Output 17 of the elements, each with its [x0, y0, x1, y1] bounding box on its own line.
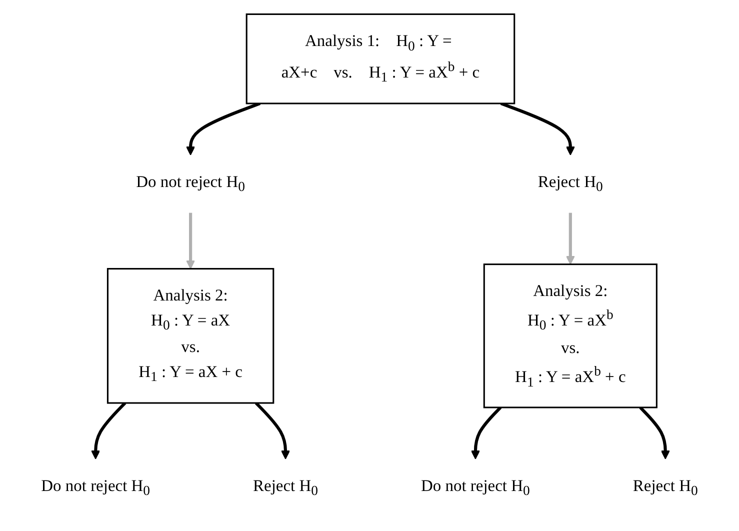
node-text: Reject H$_{0}$	[538, 173, 603, 194]
arrow	[254, 402, 290, 460]
node-box: Analysis 1: H$_{0}$ : Y = aX+c vs. H$_{1}$ : Y = aX$^{b}$ + c	[246, 13, 516, 104]
arrow	[500, 102, 575, 156]
node-text: Do not reject H$_{0}$	[420, 477, 530, 498]
node-text: Reject H$_{0}$	[253, 477, 318, 498]
node-text: Do not reject H$_{0}$	[136, 173, 246, 194]
node-box: Analysis 2: H$_{0}$ : Y = aX vs. H$_{1}$ : Y = aX + c	[106, 268, 274, 404]
arrow	[566, 212, 575, 265]
arrow	[186, 102, 261, 156]
node-text: Do not reject H$_{0}$	[41, 477, 150, 498]
arrow	[186, 212, 196, 270]
arrow	[470, 406, 502, 460]
arrow	[91, 402, 126, 460]
node-box: Analysis 2: H$_{0}$ : Y = aX$^{b}$ vs. H$_{1}$ : Y = aX$^{b}$ + c	[483, 264, 658, 408]
node-text: Reject H$_{0}$	[632, 477, 698, 498]
arrow	[639, 406, 670, 460]
